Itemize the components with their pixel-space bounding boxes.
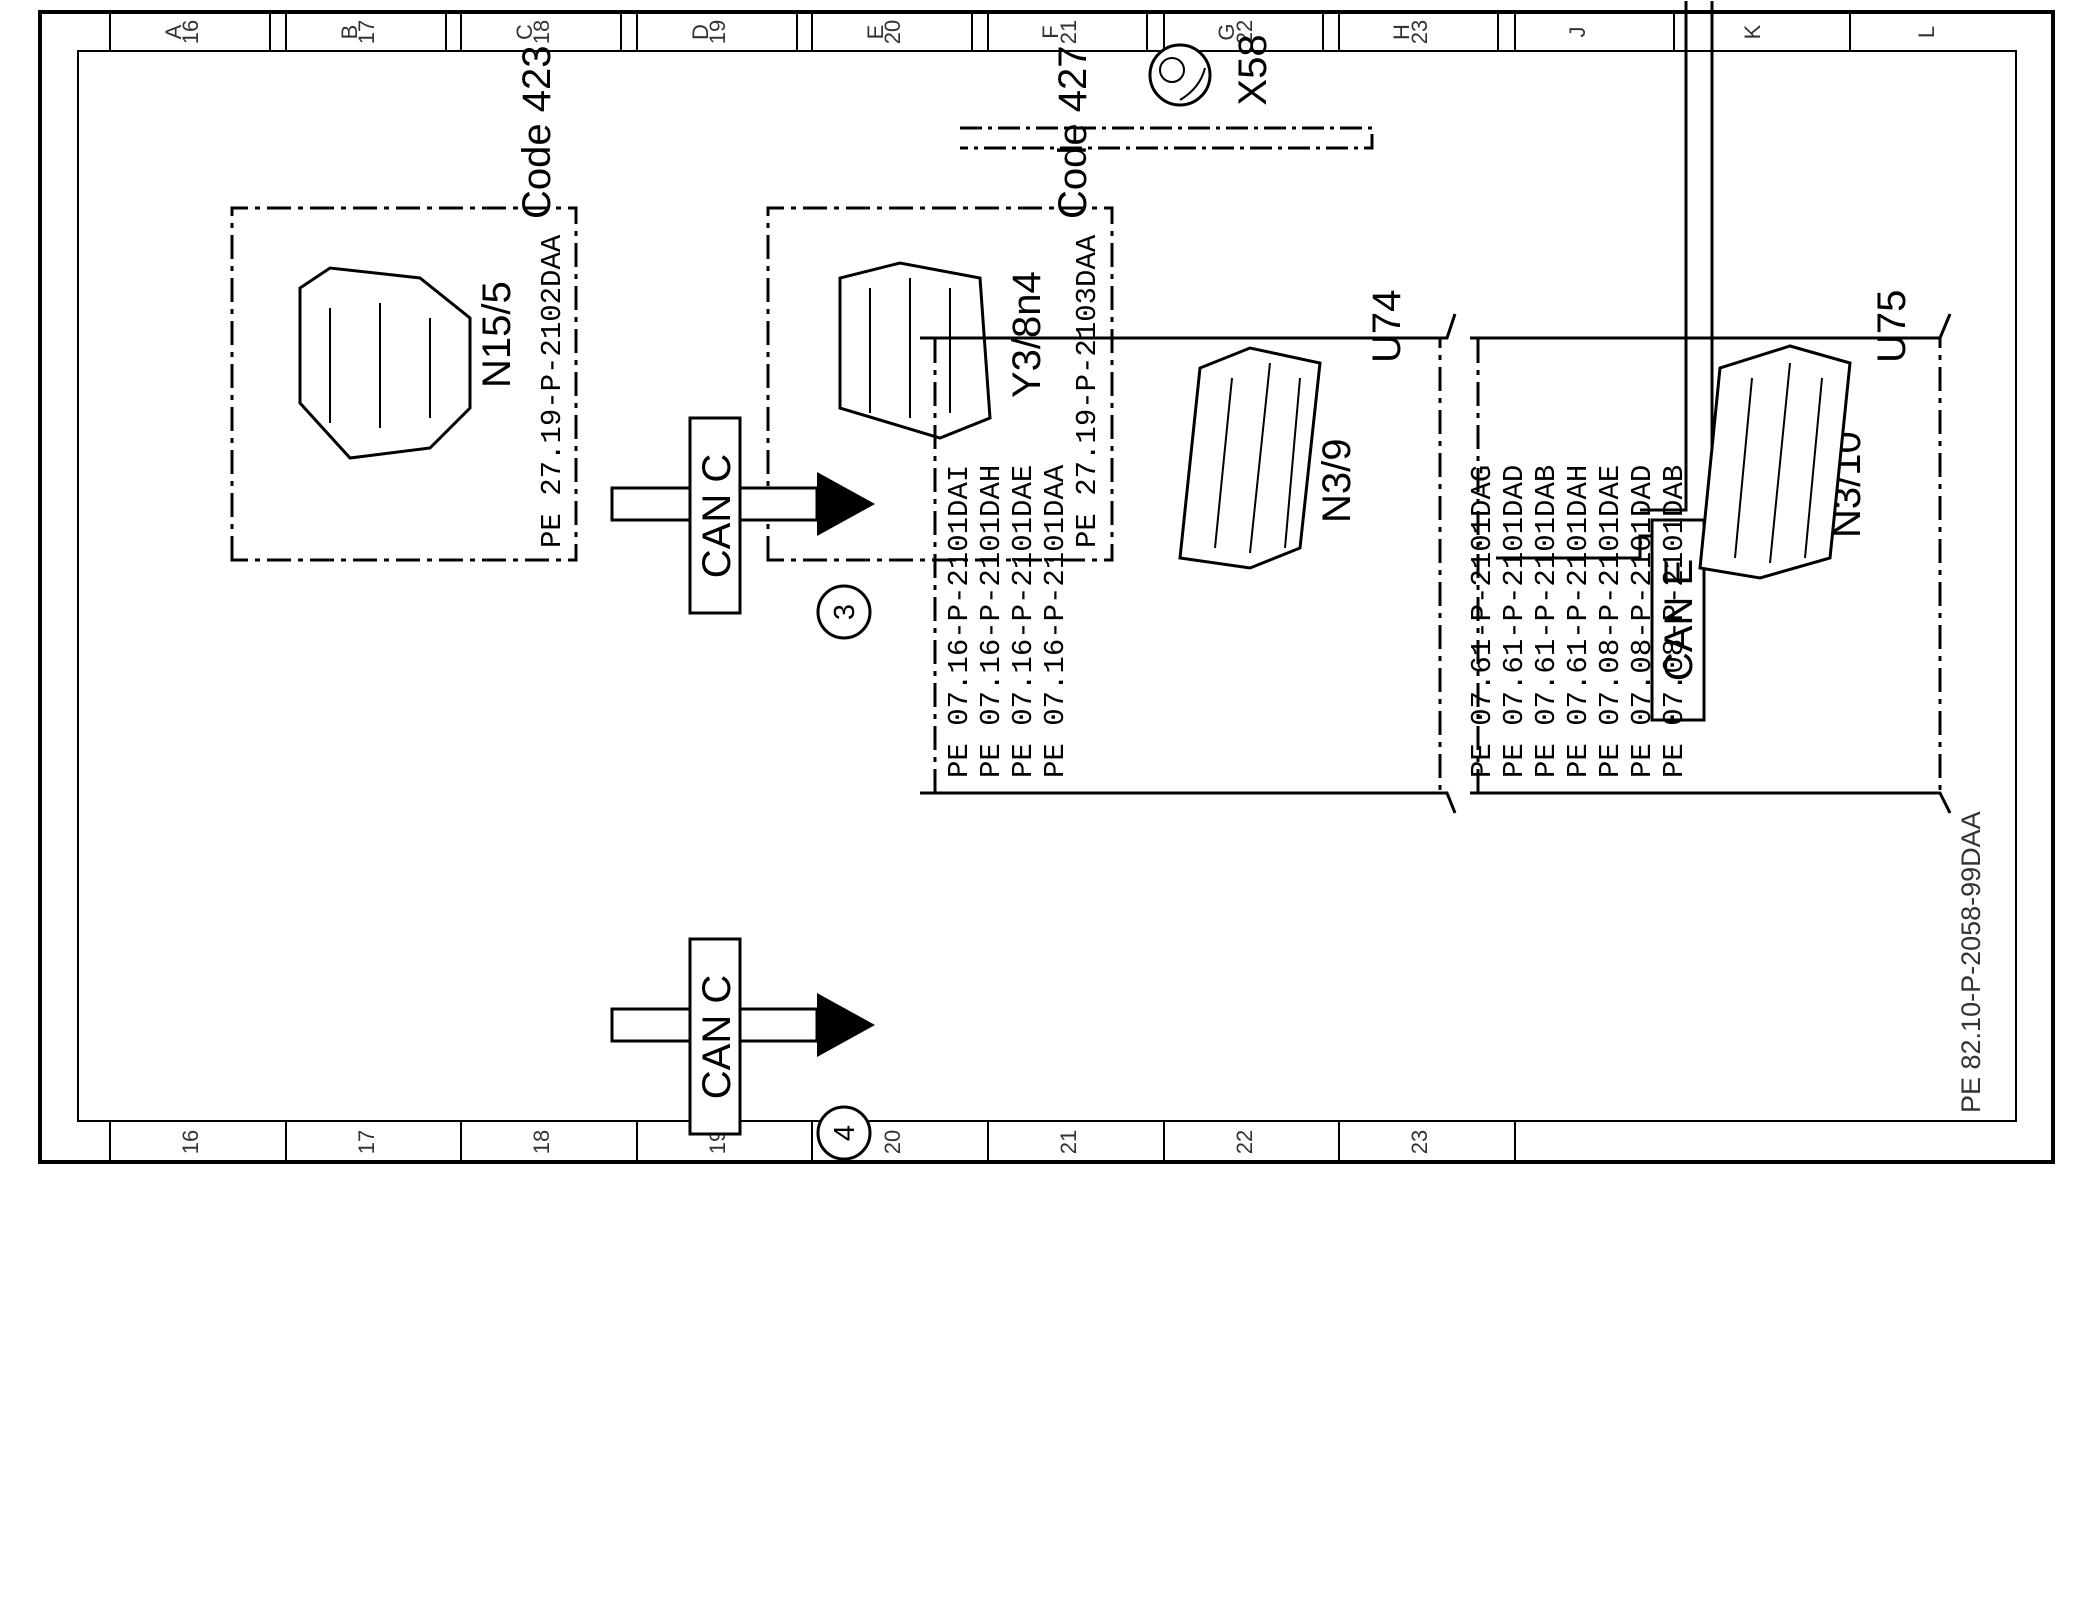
row-label-18: 18 bbox=[529, 1130, 554, 1154]
can-c-bus-1: CAN C 3 bbox=[610, 416, 875, 640]
u74-designation: N3/9 bbox=[1315, 439, 1359, 524]
column-label-h: H bbox=[1389, 24, 1414, 40]
column-label-b: B bbox=[337, 25, 362, 40]
u74-group-label: U74 bbox=[1365, 290, 1409, 363]
n15-5-code: Code 423 bbox=[515, 46, 559, 219]
drawing-frame bbox=[38, 10, 2055, 1164]
column-label-a: A bbox=[161, 24, 186, 39]
row-label-17: 17 bbox=[354, 1130, 379, 1154]
marker-4: 4 bbox=[829, 1125, 861, 1141]
row-label-16: 16 bbox=[178, 1130, 203, 1154]
row-label-16-right: 16 bbox=[178, 20, 203, 44]
row-label-20-right: 20 bbox=[880, 20, 905, 44]
row-label-21-right: 21 bbox=[1056, 20, 1081, 44]
column-label-j: J bbox=[1565, 27, 1590, 38]
column-label-c: C bbox=[512, 24, 537, 40]
heater-control-unit-icon bbox=[298, 266, 472, 460]
u75-ref: PE 07.61-P-2101DAH bbox=[1562, 465, 1595, 778]
row-label-20: 20 bbox=[880, 1130, 905, 1154]
row-label-22-right: 22 bbox=[1232, 20, 1257, 44]
document-number: PE 82.10-P-2058-99DAA bbox=[1956, 811, 1986, 1113]
marker-3: 3 bbox=[829, 604, 861, 620]
row-label-22: 22 bbox=[1232, 1130, 1257, 1154]
u74-ref: PE 07.16-P-2101DAE bbox=[1007, 465, 1040, 778]
u75-ref-list: PE 07.08-P-2101DAB PE 07.08-P-2101DAD PE… bbox=[1466, 465, 1691, 778]
column-label-g: G bbox=[1214, 23, 1239, 40]
arrow-right-icon bbox=[817, 993, 875, 1057]
can-c-1-label: CAN C bbox=[695, 454, 739, 578]
u75-group-label: U75 bbox=[1870, 290, 1914, 363]
n15-5-designation: N15/5 bbox=[475, 281, 519, 388]
row-labels: 16 16 17 17 18 18 19 19 20 20 21 21 22 2… bbox=[178, 20, 1432, 1154]
grid-ticks bbox=[109, 12, 1851, 1162]
y3-8n4-ref: PE 27.19-P-2103DAA bbox=[1071, 234, 1104, 548]
u75-component: U75 N3/10 PE 07.08-P-2101DAB PE 07.08-P-… bbox=[1466, 290, 1952, 814]
column-label-f: F bbox=[1038, 25, 1063, 38]
column-labels: L K J H G F E D C B A bbox=[161, 23, 1939, 40]
can-c-bus-2: CAN C 4 bbox=[610, 937, 875, 1161]
column-label-e: E bbox=[863, 25, 888, 40]
column-label-l: L bbox=[1914, 26, 1939, 38]
engine-control-unit-2-icon bbox=[1698, 344, 1852, 580]
x58-component: X58 bbox=[960, 34, 1374, 150]
u74-ref: PE 07.16-P-2101DAH bbox=[975, 465, 1008, 778]
row-label-19-right: 19 bbox=[705, 20, 730, 44]
transmission-controller-icon bbox=[838, 261, 992, 440]
y3-8n4-component: Code 427 Y3/8n4 PE 27.19-P-2103DAA bbox=[766, 46, 1114, 562]
row-label-23: 23 bbox=[1407, 1130, 1432, 1154]
y3-8n4-code: Code 427 bbox=[1051, 46, 1095, 219]
u75-ref: PE 07.61-P-2101DAD bbox=[1498, 465, 1531, 778]
arrow-right-icon bbox=[817, 472, 875, 536]
u75-ref: PE 07.08-P-2101DAD bbox=[1626, 465, 1659, 778]
u74-ref-list: PE 07.16-P-2101DAA PE 07.16-P-2101DAE PE… bbox=[943, 464, 1072, 778]
u75-ref: PE 07.61-P-2101DAG bbox=[1466, 465, 1499, 778]
connector-x58-icon bbox=[1148, 43, 1212, 107]
row-label-23-right: 23 bbox=[1407, 20, 1432, 44]
can-e-bus: CAN E bbox=[1496, 1, 1714, 722]
n15-5-ref: PE 27.19-P-2102DAA bbox=[536, 234, 569, 548]
engine-control-unit-icon bbox=[1178, 346, 1322, 570]
column-label-d: D bbox=[688, 24, 713, 40]
n15-5-component: Code 423 N15/5 PE 27.19-P-2102DAA bbox=[230, 46, 578, 562]
column-label-k: K bbox=[1740, 24, 1765, 39]
row-label-17-right: 17 bbox=[354, 20, 379, 44]
y3-8n4-designation: Y3/8n4 bbox=[1005, 271, 1049, 398]
row-label-21: 21 bbox=[1056, 1130, 1081, 1154]
u75-ref: PE 07.08-P-2101DAB bbox=[1658, 465, 1691, 778]
u75-ref: PE 07.61-P-2101DAB bbox=[1530, 465, 1563, 778]
x58-label: X58 bbox=[1231, 34, 1275, 105]
u74-ref: PE 07.16-P-2101DAI bbox=[943, 465, 976, 778]
can-c-2-label: CAN C bbox=[695, 975, 739, 1099]
u74-component: U74 N3/9 PE 07.16-P-2101DAA PE 07.16-P-2… bbox=[920, 290, 1457, 814]
u74-ref: PE 07.16-P-2101DAA bbox=[1039, 464, 1072, 778]
can-e-label: CAN E bbox=[1657, 559, 1701, 681]
u75-ref: PE 07.08-P-2101DAE bbox=[1594, 465, 1627, 778]
row-label-18-right: 18 bbox=[529, 20, 554, 44]
